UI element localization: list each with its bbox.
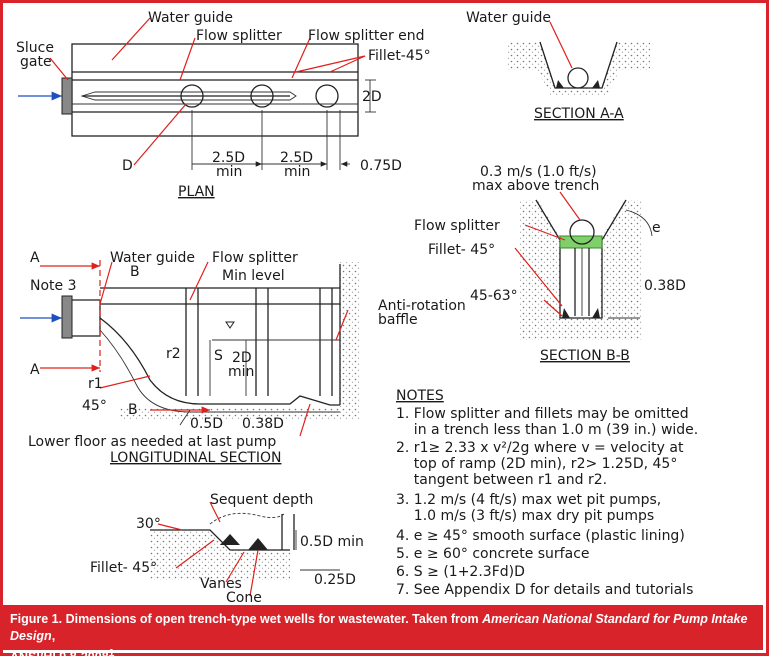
note-line: tangent between r1 and r2.: [396, 472, 607, 488]
anti-rotation-label: Anti-rotation: [378, 298, 466, 314]
velocity-line-2: max above trench: [472, 178, 599, 194]
min-level-label: Min level: [222, 268, 285, 284]
note-line: 1.0 m/s (3 ft/s) max dry pit pumps: [396, 508, 654, 524]
angle-45-long: 45°: [82, 398, 107, 414]
baffle-label: baffle: [378, 312, 418, 328]
technical-drawing: Water guide Flow splitter Flow splitter …: [16, 10, 698, 605]
flow-splitter-bb: Flow splitter: [414, 218, 500, 234]
sluce-label: Sluce: [16, 40, 54, 56]
water-guide-aa: Water guide: [466, 10, 551, 26]
d-label-plan: D: [122, 158, 133, 174]
b-top-label: B: [130, 264, 140, 280]
section-bb: [514, 191, 653, 340]
flow-splitter-long: Flow splitter: [212, 250, 298, 266]
water-guide-long: Water guide: [110, 250, 195, 266]
note-line: top of ramp (2D min), r2> 1.25D, 45°: [396, 456, 677, 472]
caption-line2: ANSI/HI 9.8-2008: [10, 650, 109, 665]
fillet-label-bb: Fillet- 45°: [428, 242, 495, 258]
dim-05d: 0.5D: [190, 416, 223, 432]
velocity-line-1: 0.3 m/s (1.0 ft/s): [480, 164, 597, 180]
note-line: 5. e ≥ 60° concrete surface: [396, 546, 590, 562]
note-line: 4. e ≥ 45° smooth surface (plastic linin…: [396, 528, 685, 544]
lower-floor-label: Lower floor as needed at last pump: [28, 434, 276, 450]
section-bb-title: SECTION B-B: [540, 348, 630, 364]
s-label: S: [214, 348, 223, 364]
dim-25d-b: 2.5D: [280, 150, 313, 166]
caption-italic-title: American National Standard for Pump Inta…: [10, 612, 748, 643]
jump-detail: [150, 501, 340, 597]
longitudinal-title: LONGITUDINAL SECTION: [110, 450, 281, 466]
dim-025d: 0.25D: [314, 572, 356, 588]
two-d-label-plan: 2D: [362, 89, 382, 105]
flow-splitter-label: Flow splitter: [196, 28, 282, 44]
e-label-bb: e: [652, 220, 661, 236]
notes-heading: NOTES: [396, 388, 444, 404]
section-aa: [508, 21, 650, 96]
dim-25d-a: 2.5D: [212, 150, 245, 166]
min-b: min: [284, 164, 310, 180]
note-line: 1. Flow splitter and fillets may be omit…: [396, 406, 689, 422]
figure-caption: Figure 1. Dimensions of open trench-type…: [0, 605, 763, 664]
note-line: in a trench less than 1.0 m (39 in.) wid…: [396, 422, 698, 438]
note-line: 6. S ≥ (1+2.3Fd)D: [396, 564, 525, 580]
caption-part1: Figure 1. Dimensions of open trench-type…: [10, 612, 483, 626]
two-d-long: 2D: [232, 350, 252, 366]
r1-label: r1: [88, 376, 103, 392]
caption-part2: ,: [51, 629, 56, 643]
fillet-label-plan: Fillet-45°: [368, 48, 431, 64]
cone-label: Cone: [226, 590, 262, 605]
note-line: 3. 1.2 m/s (4 ft/s) max wet pit pumps,: [396, 492, 661, 508]
dim-038d-bb: 0.38D: [644, 278, 686, 294]
plan-title: PLAN: [178, 184, 215, 200]
plan-view: [18, 17, 376, 170]
a-bottom-label: A: [30, 362, 40, 378]
angle-30-label: 30°: [136, 516, 161, 532]
caption-sup: 1: [108, 648, 115, 659]
note3-label: Note 3: [30, 278, 77, 294]
angle-45-63: 45-63°: [470, 288, 518, 304]
water-guide-label: Water guide: [148, 10, 233, 26]
flow-splitter-end-label: Flow splitter end: [308, 28, 425, 44]
r2-label: r2: [166, 346, 181, 362]
min-long: min: [228, 364, 254, 380]
caption-end: .: [114, 650, 118, 665]
dim-075d: 0.75D: [360, 158, 402, 174]
note-line: 7. See Appendix D for details and tutori…: [396, 582, 693, 598]
notes-block: NOTES 1. Flow splitter and fillets may b…: [396, 388, 698, 598]
longitudinal-section: [20, 260, 360, 437]
dim-05d-min: 0.5D min: [300, 534, 364, 550]
fillet-label-bottom: Fillet- 45°: [90, 560, 157, 576]
vanes-label: Vanes: [200, 576, 242, 592]
b-bottom-label: B: [128, 402, 138, 418]
gate-label: gate: [20, 54, 52, 70]
section-aa-title: SECTION A-A: [534, 106, 624, 122]
dim-038d-long: 0.38D: [242, 416, 284, 432]
min-a: min: [216, 164, 242, 180]
a-top-label: A: [30, 250, 40, 266]
sequent-depth-label: Sequent depth: [210, 492, 313, 508]
note-line: 2. r1≥ 2.33 x v²/2g where v = velocity a…: [396, 440, 684, 456]
